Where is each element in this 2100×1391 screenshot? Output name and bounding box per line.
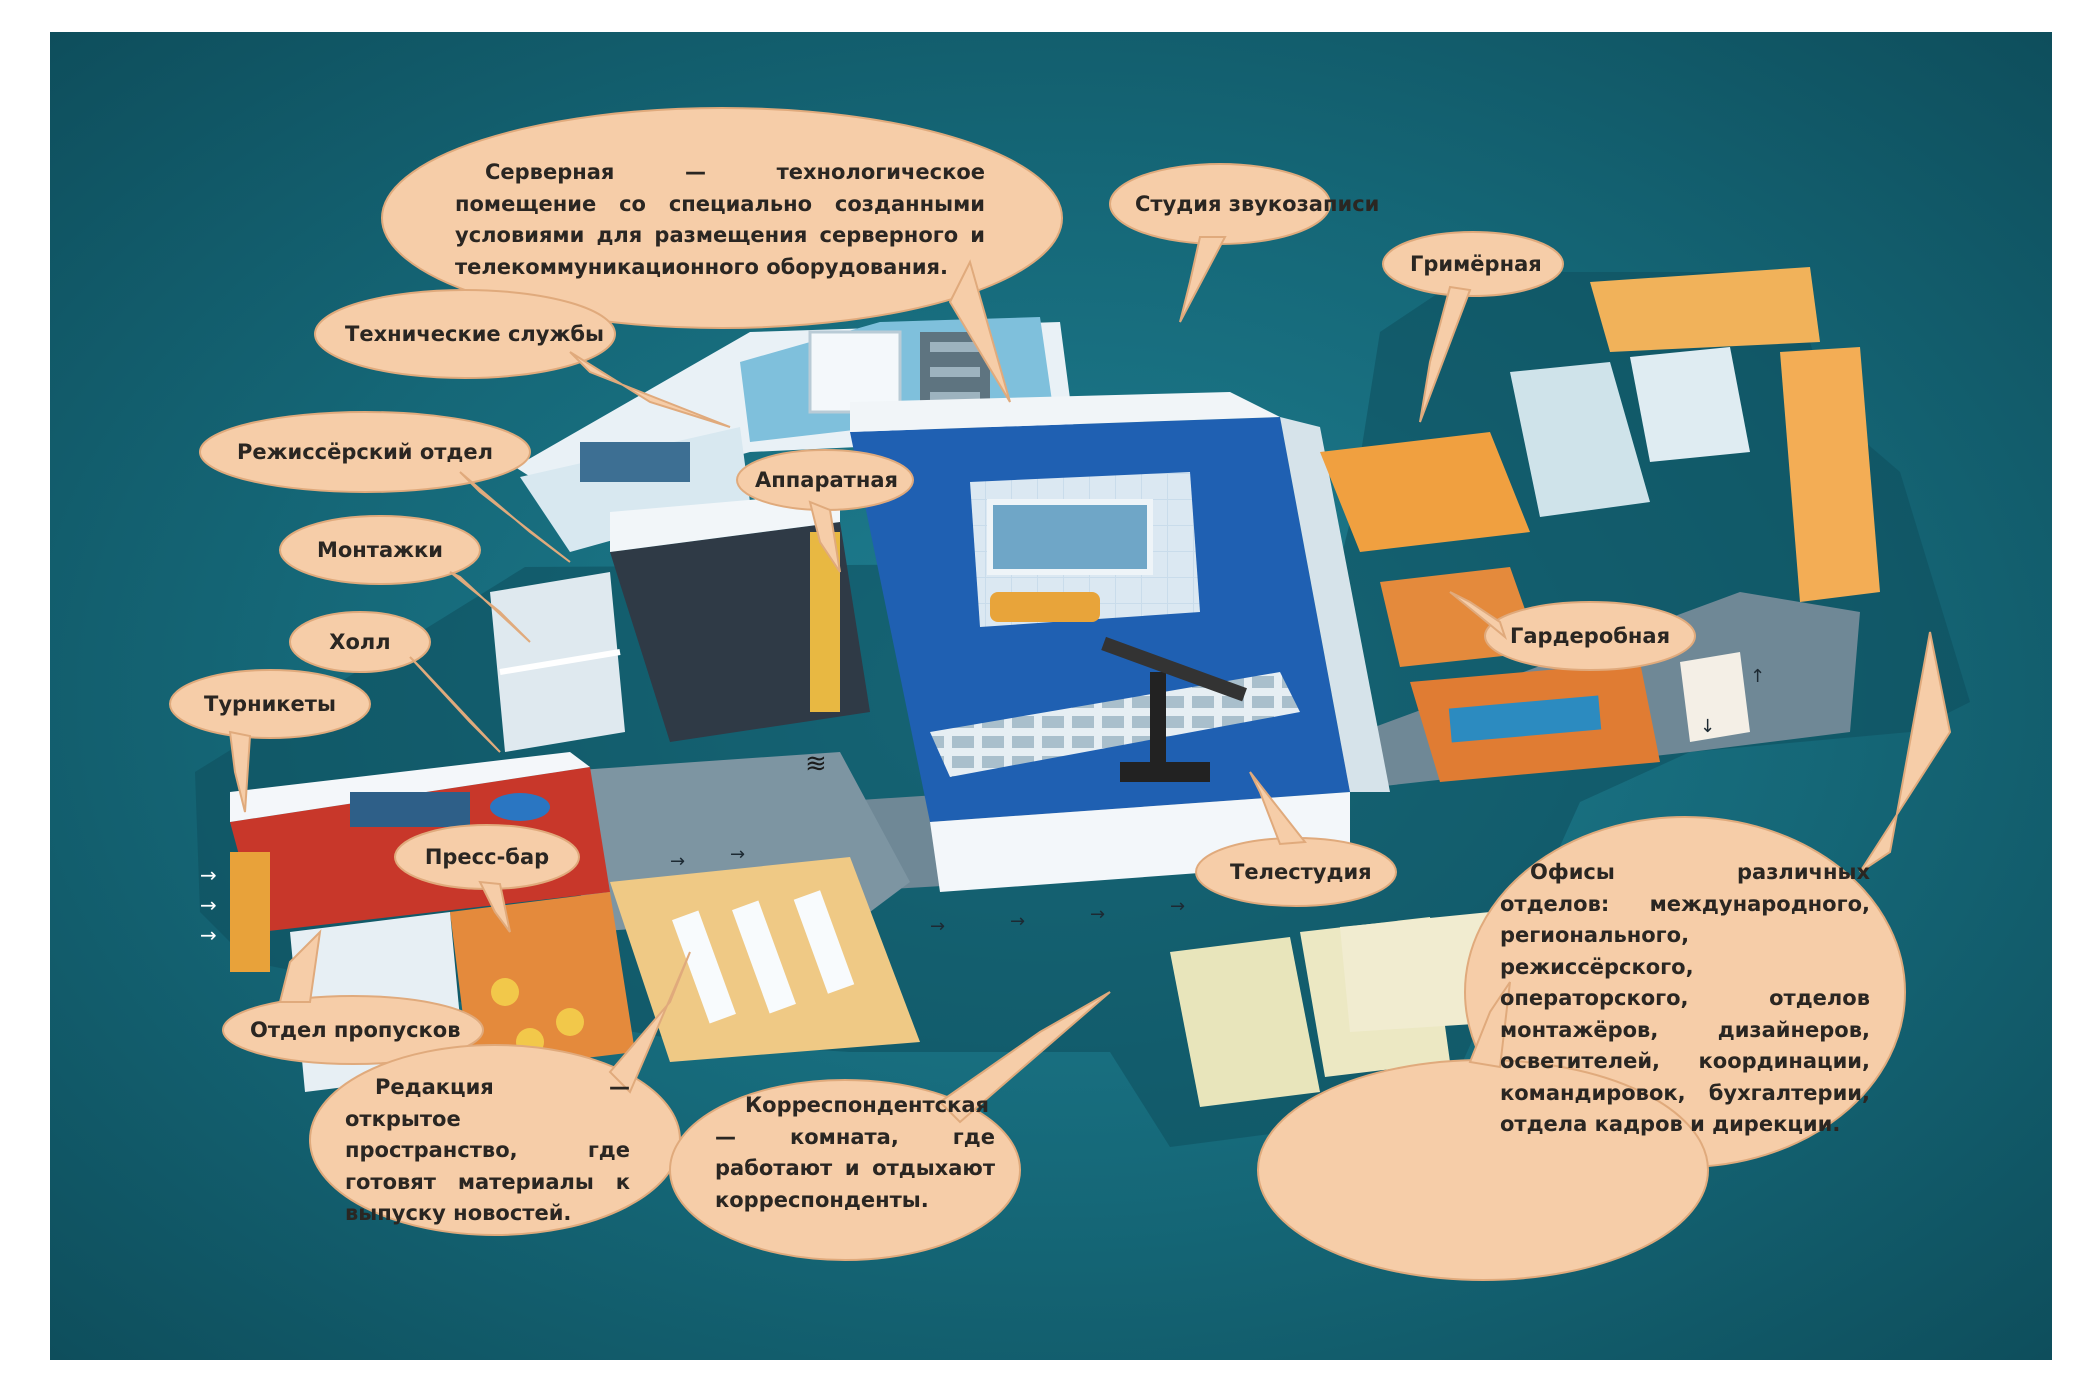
makeup-room (1320, 432, 1530, 552)
label-recording-studio: Студия звукозаписи (1135, 192, 1380, 216)
studio-screen (987, 499, 1153, 575)
south-office-c (1340, 912, 1505, 1032)
label-server: Серверная — технологическое помещение со… (455, 160, 985, 279)
label-hall: Холл (329, 630, 391, 654)
camera-crane-icon (1101, 636, 1247, 782)
press-bar-floor (450, 892, 635, 1072)
bubble-tech-services (314, 289, 616, 379)
svg-text:→: → (1010, 911, 1025, 932)
svg-text:→: → (730, 844, 745, 865)
svg-text:↓: ↓ (1700, 716, 1715, 737)
bubble-director (199, 411, 531, 493)
svg-text:→: → (200, 893, 217, 917)
bubble-hall (289, 611, 431, 673)
hall-screens (350, 792, 470, 827)
equipment-room (610, 522, 870, 742)
label-offices: Офисы различных отделов: международного,… (1500, 860, 1870, 1136)
svg-text:→: → (930, 916, 945, 937)
svg-text:→: → (1170, 896, 1185, 917)
label-editing: Монтажки (316, 538, 444, 562)
bubble-makeup (1382, 231, 1564, 297)
studio-wall-east (1280, 417, 1390, 792)
label-press-bar: Пресс-бар (424, 845, 550, 869)
meeting-table (1448, 695, 1602, 743)
south-office-a (1170, 937, 1320, 1107)
label-makeup: Гримёрная (1410, 252, 1542, 276)
label-tech-services: Технические службы (345, 322, 605, 346)
illustration-scene: → → → ≋ → → → → → → ↓ ↑ (50, 32, 2052, 1360)
bubble-correspondents (669, 1079, 1021, 1261)
svg-text:→: → (1090, 904, 1105, 925)
label-pass-office: Отдел пропусков (250, 1018, 461, 1042)
label-wardrobe: Гардеробная (1510, 624, 1671, 648)
bubble-server (381, 107, 1063, 329)
bubble-turnstiles (169, 669, 371, 739)
reception-desk (490, 793, 550, 821)
label-turnstiles: Турникеты (204, 692, 336, 716)
staircase-icon: ≋ (805, 749, 827, 779)
director-window (580, 442, 690, 482)
anchor-desk (990, 592, 1100, 622)
bubble-layer (169, 107, 1952, 1281)
bubble-wardrobe (1484, 601, 1696, 671)
office-column-east (1780, 347, 1880, 602)
svg-text:↑: ↑ (1750, 666, 1765, 687)
corridor-arrow-icon: → → → → → → ↓ ↑ (670, 666, 1765, 937)
label-correspondents: Корреспондентская — комната, где работаю… (715, 1093, 995, 1212)
turnstiles-block (230, 852, 270, 972)
camera-rail (930, 672, 1300, 777)
bubble-editing (279, 515, 481, 585)
director-room (520, 427, 750, 552)
office-grid-1 (1510, 362, 1650, 517)
office-small-east (1680, 652, 1750, 742)
office-grid-2 (1630, 347, 1750, 462)
label-director-dept: Режиссёрский отдел (236, 440, 494, 464)
svg-text:→: → (670, 851, 685, 872)
label-tv-studio: Телестудия (1230, 860, 1372, 884)
office-top-row (1590, 267, 1820, 352)
svg-text:→: → (200, 923, 217, 947)
bubble-pass-office (222, 995, 484, 1065)
label-newsroom: Редакция — открытое пространство, где го… (345, 1075, 630, 1225)
turnstile-arrow-icon: → (200, 863, 217, 887)
label-equipment-room: Аппаратная (755, 468, 898, 492)
